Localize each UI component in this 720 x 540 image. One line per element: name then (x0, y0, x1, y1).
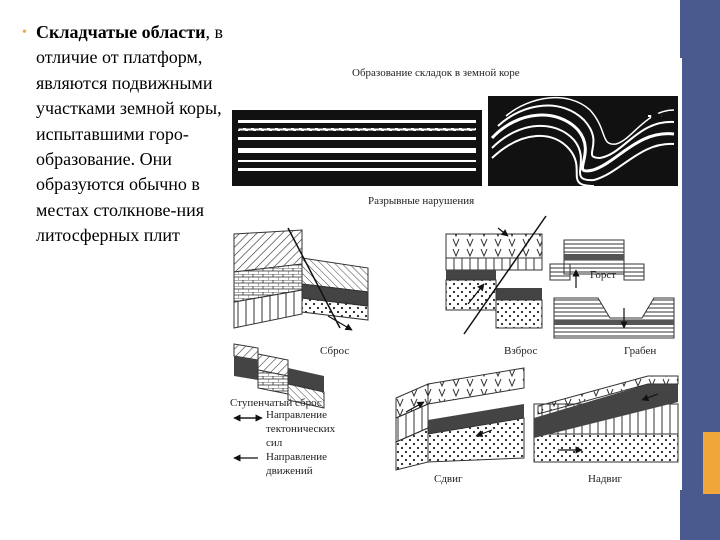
geology-figure: Образование складок в земной коре (228, 58, 682, 490)
figure-title: Образование складок в земной коре (352, 67, 520, 79)
horizontal-layers-panel (232, 110, 482, 186)
graben-diagram: Грабен (553, 297, 675, 357)
orange-accent-bar (703, 432, 720, 494)
legend-movement-line2: движений (266, 465, 313, 477)
bold-term: Складчатые области (36, 22, 206, 42)
legend-tectonic-line1: Направление (266, 409, 327, 421)
body-text: • Складчатые области, в отличие от платф… (22, 20, 228, 249)
paragraph-rest: , в отличие от платформ, являются подвиж… (36, 22, 223, 246)
label-graben: Грабен (624, 345, 656, 357)
legend: Направление тектонических сил Направлени… (233, 409, 336, 477)
folded-layers-panel (488, 96, 678, 187)
label-stupenchatyi: Ступенчатый сброс (230, 397, 322, 409)
reverse-fault-diagram: Взброс (445, 215, 547, 357)
paragraph: Складчатые области, в отличие от платфор… (36, 20, 228, 249)
normal-fault-diagram: Сброс (233, 227, 369, 357)
label-sdvig: Сдвиг (434, 473, 463, 485)
strike-slip-diagram: Сдвиг (395, 367, 525, 485)
legend-tectonic-line3: сил (266, 437, 283, 449)
legend-tectonic-line2: тектонических (266, 423, 336, 435)
step-fault-diagram: Ступенчатый сброс (230, 343, 325, 409)
label-sbros: Сброс (320, 345, 349, 357)
label-gorst: Горст (590, 269, 616, 281)
legend-movement-line1: Направление (266, 451, 327, 463)
bullet-icon: • (22, 25, 27, 40)
label-vzbros: Взброс (504, 345, 538, 357)
side-band-notch (668, 0, 680, 40)
horst-diagram: Горст (549, 239, 645, 288)
figure-subtitle: Разрывные нарушения (368, 195, 474, 207)
label-nadvig: Надвиг (588, 473, 623, 485)
thrust-diagram: Надвиг (533, 375, 679, 485)
